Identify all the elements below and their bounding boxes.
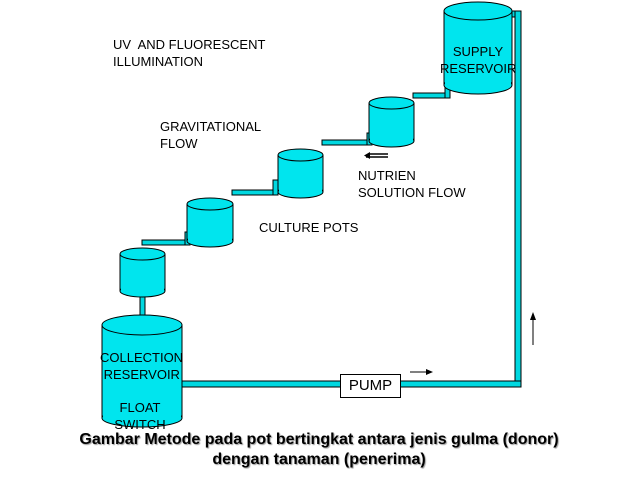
pump-flow-arrow-icon <box>410 369 433 375</box>
gravitational-flow-label: GRAVITATIONAL FLOW <box>160 119 262 151</box>
culture-pots-label: CULTURE POTS <box>259 220 359 235</box>
float-switch-label: FLOAT SWITCH <box>114 400 166 432</box>
illumination-label: UV AND FLUORESCENT ILLUMINATION <box>113 37 266 69</box>
nutrient-solution-flow-label: NUTRIEN SOLUTION FLOW <box>358 168 466 200</box>
arrows <box>364 152 536 375</box>
collection-reservoir <box>101 314 183 428</box>
nutrient-flow-arrow-icon <box>364 152 388 159</box>
pipe-step-2-vertical <box>272 179 279 196</box>
pipe-step-3 <box>321 139 373 146</box>
caption-line-2: dengan tanaman (penerima) <box>212 451 426 468</box>
culture-pot-1 <box>119 247 166 298</box>
culture-pot-2 <box>186 197 234 248</box>
pump-box: PUMP <box>340 374 401 398</box>
pipe-step-1 <box>141 239 191 246</box>
culture-pot-4 <box>368 96 415 148</box>
pipe-step-2 <box>231 189 279 196</box>
pipe-step-supply <box>412 92 451 99</box>
supply-reservoir <box>443 1 513 95</box>
culture-pot-3 <box>277 148 324 199</box>
supply-reservoir-label: SUPPLY RESERVOIR <box>440 44 517 76</box>
caption-line-1: Gambar Metode pada pot bertingkat antara… <box>79 431 559 448</box>
collection-reservoir-label: COLLECTION RESERVOIR <box>100 350 184 382</box>
upward-flow-arrow-icon <box>530 312 536 345</box>
